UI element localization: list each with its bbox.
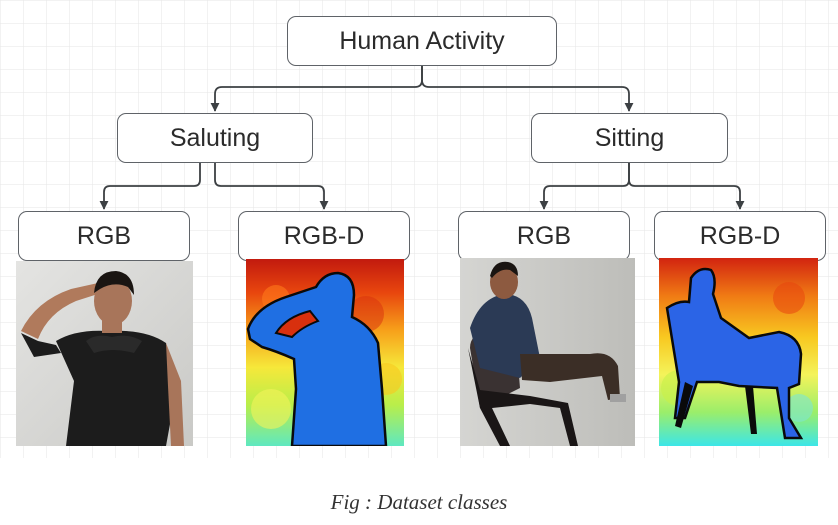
leaf-node-saluting-rgb: RGB: [18, 211, 190, 261]
saluting-depth-image: [246, 259, 404, 446]
class-node-saluting: Saluting: [117, 113, 313, 163]
class-node-sitting: Sitting: [531, 113, 728, 163]
leaf-node-sitting-rgb: RGB: [458, 211, 630, 261]
sitting-depth-image: [659, 258, 818, 446]
leaf-node-saluting-rgbd: RGB-D: [238, 211, 410, 261]
root-node-human-activity: Human Activity: [287, 16, 557, 66]
saluting-rgb-image: [16, 261, 193, 446]
edge-root-sitting: [421, 66, 634, 112]
edge-sitting-rgbd: [628, 163, 745, 210]
edge-saluting-rgb: [99, 163, 201, 210]
leaf-node-sitting-rgbd: RGB-D: [654, 211, 826, 261]
figure-caption: Fig : Dataset classes: [330, 490, 508, 514]
sitting-rgb-image: [460, 258, 635, 446]
edge-saluting-rgbd: [214, 163, 329, 210]
